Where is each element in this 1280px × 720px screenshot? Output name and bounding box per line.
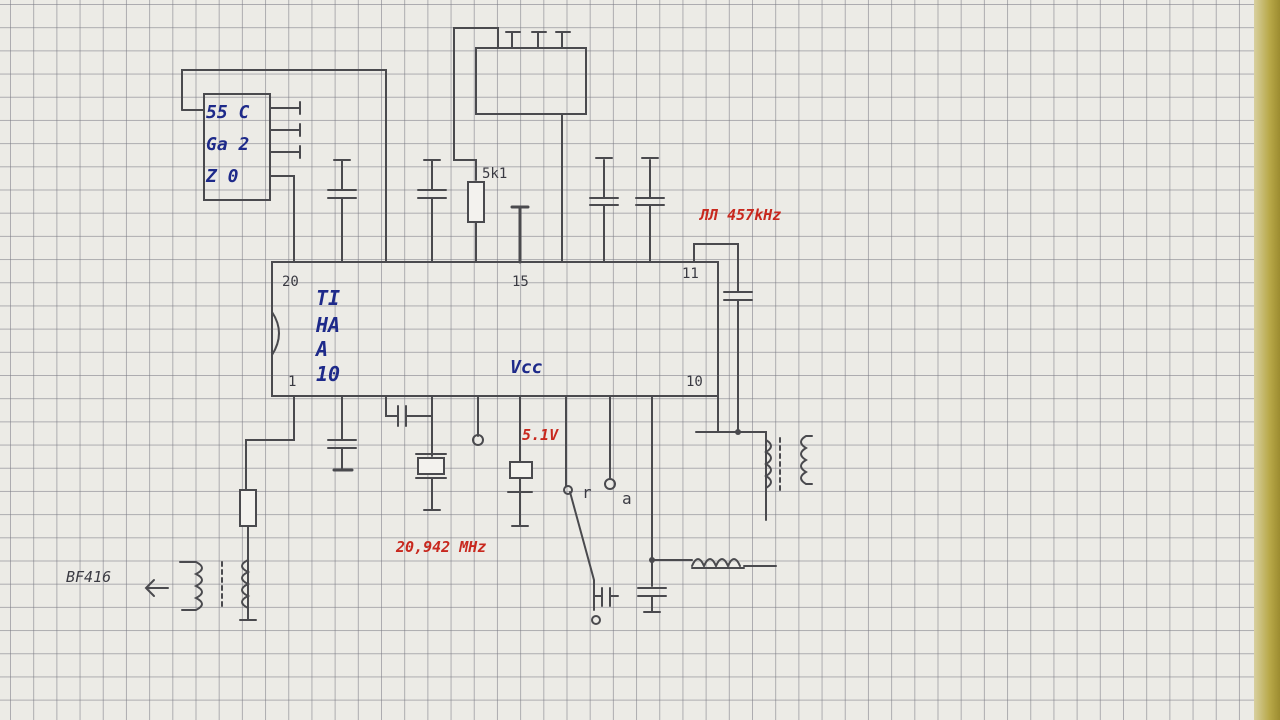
junction-pin10 bbox=[735, 429, 741, 435]
switch-r-label: r bbox=[582, 483, 592, 502]
output-frequency-label: ЛЛ 457kHz bbox=[698, 206, 781, 224]
ic-name-line-4: 10 bbox=[316, 362, 340, 386]
switch-wire bbox=[565, 395, 595, 611]
ic-name-line-3: A bbox=[314, 337, 328, 361]
top-module-wire-left bbox=[453, 27, 499, 181]
crystal-leads bbox=[415, 453, 447, 511]
capacitor-c5 bbox=[327, 395, 357, 471]
ic-name-line-2: HA bbox=[315, 313, 340, 337]
ic-pin-15-label: 15 bbox=[512, 274, 529, 290]
transformer-left-primary bbox=[179, 561, 203, 611]
capacitor-c2 bbox=[417, 159, 447, 263]
pin11-output-wire bbox=[693, 243, 753, 433]
zener-diode bbox=[509, 461, 533, 479]
switch-a-label: a bbox=[622, 489, 632, 508]
transformer-right-secondary bbox=[800, 435, 813, 485]
switch-a-contact bbox=[604, 478, 616, 490]
resistor-5k1-label: 5k1 bbox=[482, 166, 507, 182]
zener-leads bbox=[507, 477, 533, 527]
crystal-cap-wire bbox=[385, 395, 433, 457]
top-module-pins bbox=[505, 31, 571, 49]
ic-vcc-label: Vcc bbox=[510, 357, 543, 378]
paper-edge bbox=[1254, 0, 1280, 720]
display-row-2: Ga 2 bbox=[206, 134, 249, 155]
arrow-to-transistor bbox=[144, 579, 169, 597]
transistor-label: BF416 bbox=[66, 568, 111, 586]
switch-capacitor bbox=[593, 587, 619, 607]
vcc-inductor bbox=[691, 558, 745, 569]
zener-label: 5.1V bbox=[522, 426, 559, 444]
ic-body bbox=[271, 261, 719, 397]
display-feed-wire bbox=[181, 69, 387, 263]
display-pin-wires bbox=[269, 101, 301, 263]
crystal-label: 20,942 MHz bbox=[395, 538, 486, 556]
crystal-20942 bbox=[417, 457, 445, 475]
transformer-left-secondary bbox=[241, 559, 251, 609]
display-module bbox=[203, 93, 271, 201]
resistor-5k1 bbox=[467, 181, 485, 223]
pin1-wire bbox=[245, 395, 295, 491]
ic-pin-11-label: 11 bbox=[682, 266, 699, 282]
switch-r-contact bbox=[563, 485, 573, 495]
ic-name-line-1: TI bbox=[316, 286, 340, 310]
resistor-bottom bbox=[239, 489, 257, 527]
ic-pin-10-label: 10 bbox=[686, 374, 703, 390]
top-module bbox=[475, 47, 587, 115]
testpoint-circle bbox=[472, 434, 484, 446]
vcc-junction bbox=[649, 557, 655, 563]
pin10-wire bbox=[695, 395, 767, 521]
vcc-capacitor bbox=[637, 587, 667, 613]
ground-stub-pin15 bbox=[510, 205, 530, 264]
ic-pin-1-label: 1 bbox=[288, 374, 296, 390]
transformer-right-primary bbox=[764, 439, 772, 489]
display-row-3: Z 0 bbox=[205, 166, 239, 187]
ic-pin-20-label: 20 bbox=[282, 274, 299, 290]
vcc-wire bbox=[651, 395, 777, 587]
capacitor-c1 bbox=[327, 159, 357, 263]
display-row-1: 55 C bbox=[206, 102, 250, 123]
capacitor-c4 bbox=[635, 157, 665, 263]
switch-terminal bbox=[591, 615, 601, 625]
ic-notch bbox=[271, 311, 280, 356]
capacitor-c3 bbox=[589, 157, 619, 263]
